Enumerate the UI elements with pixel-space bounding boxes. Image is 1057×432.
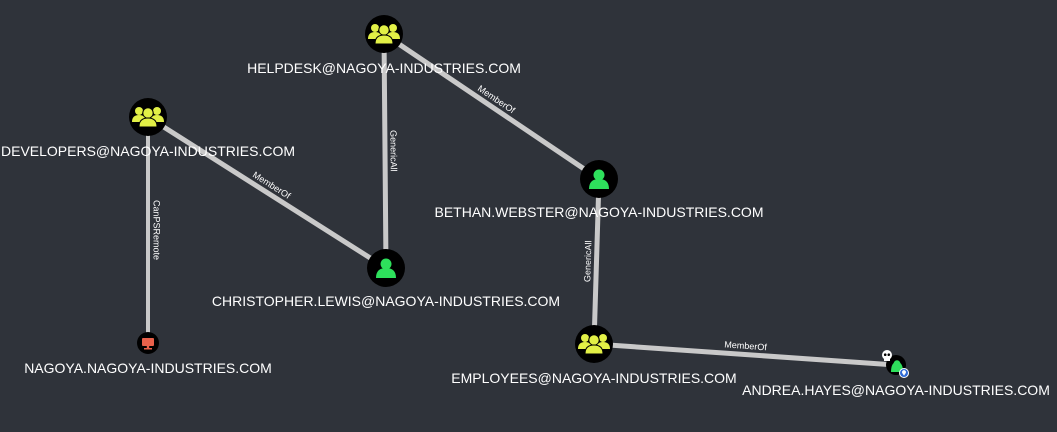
node-label: NAGOYA.NAGOYA-INDUSTRIES.COM xyxy=(24,360,272,376)
node-label: CHRISTOPHER.LEWIS@NAGOYA-INDUSTRIES.COM xyxy=(212,293,560,309)
node-bethan[interactable]: BETHAN.WEBSTER@NAGOYA-INDUSTRIES.COM xyxy=(435,160,764,220)
node-label: ANDREA.HAYES@NAGOYA-INDUSTRIES.COM xyxy=(742,382,1050,398)
node-label: EMPLOYEES@NAGOYA-INDUSTRIES.COM xyxy=(451,370,736,386)
edge-christopher-genericall-helpdesk[interactable] xyxy=(381,31,389,271)
edge-label-memberof: MemberOf xyxy=(724,339,768,352)
edge-employees-genericall-bethan[interactable] xyxy=(591,176,602,347)
edge-label-genericall: GenericAll xyxy=(388,130,398,172)
edge-bethan-memberof-helpdesk[interactable] xyxy=(381,31,602,182)
edge-label-genericall: GenericAll xyxy=(582,240,593,282)
nodes-layer: HELPDESK@NAGOYA-INDUSTRIES.COM DEVELOPERS… xyxy=(1,15,1050,398)
node-label: HELPDESK@NAGOYA-INDUSTRIES.COM xyxy=(247,60,521,76)
node-nagoya[interactable]: NAGOYA.NAGOYA-INDUSTRIES.COM xyxy=(24,332,272,376)
computer-icon xyxy=(142,338,154,350)
start-node-icon xyxy=(899,368,909,378)
skull-icon xyxy=(882,350,892,361)
edges-layer xyxy=(145,31,899,368)
node-label: DEVELOPERS@NAGOYA-INDUSTRIES.COM xyxy=(1,143,295,159)
node-helpdesk[interactable]: HELPDESK@NAGOYA-INDUSTRIES.COM xyxy=(247,15,521,76)
node-andrea[interactable]: ANDREA.HAYES@NAGOYA-INDUSTRIES.COM xyxy=(742,350,1050,398)
edge-christopher-memberof-developers[interactable] xyxy=(145,114,389,271)
user-icon xyxy=(376,258,396,278)
user-icon xyxy=(589,169,609,189)
group-icon xyxy=(578,334,610,355)
user-icon xyxy=(891,360,903,372)
node-developers[interactable]: DEVELOPERS@NAGOYA-INDUSTRIES.COM xyxy=(1,98,295,159)
node-employees[interactable]: EMPLOYEES@NAGOYA-INDUSTRIES.COM xyxy=(451,325,737,386)
node-christopher[interactable]: CHRISTOPHER.LEWIS@NAGOYA-INDUSTRIES.COM xyxy=(212,249,560,309)
node-label: BETHAN.WEBSTER@NAGOYA-INDUSTRIES.COM xyxy=(435,204,764,220)
group-icon xyxy=(132,107,164,128)
edge-label-canpsremote: CanPSRemote xyxy=(152,200,162,260)
edge-andrea-memberof-employees[interactable] xyxy=(591,341,899,368)
group-icon xyxy=(368,24,400,45)
